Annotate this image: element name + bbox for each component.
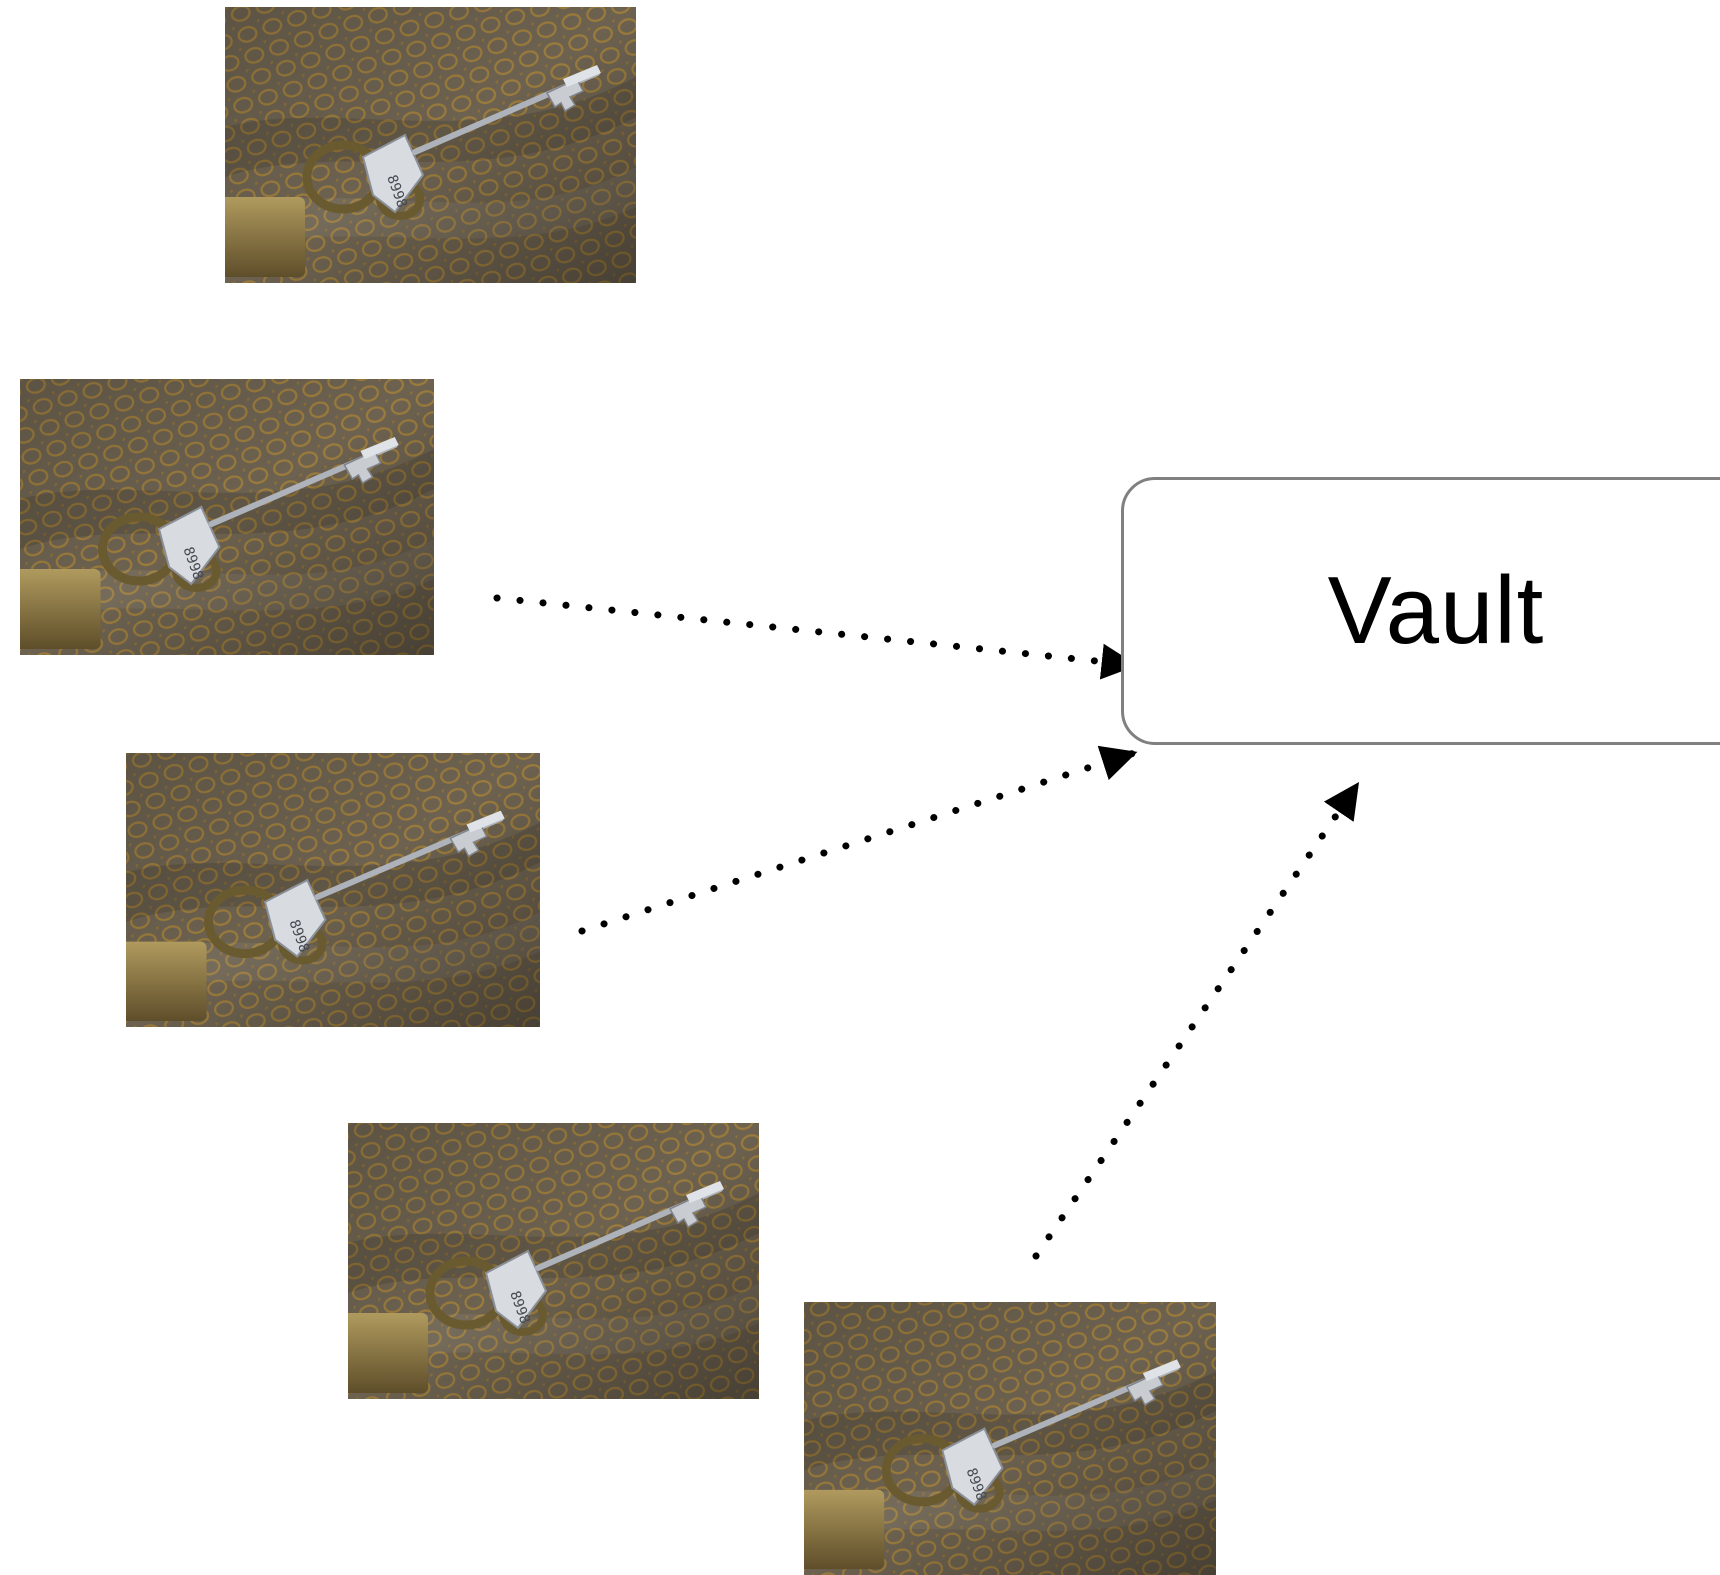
key-photo-5 bbox=[804, 1302, 1216, 1575]
arrow-photo-3-to-vault bbox=[578, 745, 1138, 935]
vault-label: Vault bbox=[1327, 557, 1545, 664]
vault-box bbox=[1121, 477, 1720, 745]
key-photo-1 bbox=[225, 7, 636, 283]
arrow-photo-5-to-vault bbox=[1032, 781, 1361, 1260]
key-photo-3 bbox=[126, 753, 540, 1027]
key-photo-4 bbox=[348, 1123, 759, 1399]
arrow-photo-2-to-vault bbox=[493, 594, 1138, 680]
key-photo-2 bbox=[20, 379, 434, 655]
